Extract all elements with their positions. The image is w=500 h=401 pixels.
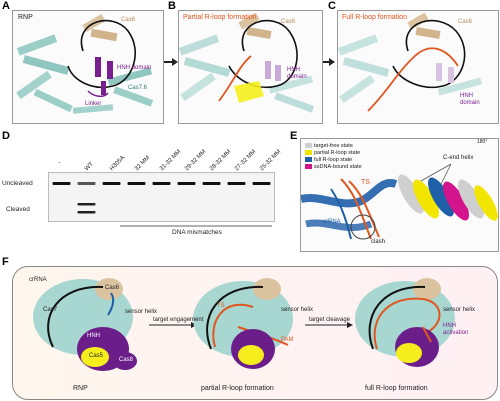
gel-band-uncleaved	[227, 182, 246, 185]
schematic-state-label-rnp: RNP	[73, 385, 88, 392]
gel-row-label-cleaved: Cleaved	[6, 206, 30, 213]
panel-letter-a: A	[2, 0, 10, 12]
gel-row-label-uncleaved: Uncleaved	[2, 180, 33, 187]
schematic-label-hnh: HNH	[87, 333, 100, 339]
gel-group-label: DNA mismatches	[172, 229, 222, 236]
panel-e-label-crrna: crRNA	[323, 219, 341, 225]
panel-e-label-clash: clash	[371, 239, 386, 245]
gel-bands	[52, 182, 271, 214]
gel-lane-label: 32 MM	[133, 155, 151, 173]
panel-b-label-cas6: Cas6	[281, 19, 296, 25]
schematic-label-ts: TS	[217, 303, 225, 309]
gel-band-uncleaved	[127, 182, 146, 185]
schematic-label-cas6: Cas6	[105, 285, 120, 291]
panel-e-label-rotation: 180°	[477, 139, 488, 145]
schematic-label-hnh-activation: HNH activation	[443, 323, 469, 336]
gel-band-uncleaved	[102, 182, 121, 185]
gel-band-cleaved	[77, 203, 96, 206]
panel-f-schematic: crRNA Cas6 Cas7 HNH Cas5 Cas8 sensor hel…	[12, 266, 498, 400]
legend-label: ssDNA-bound state	[314, 163, 362, 170]
panel-c-title: Full R-loop formation	[342, 14, 407, 21]
legend-item: full R-loop state	[305, 156, 362, 163]
panel-letter-e: E	[290, 130, 298, 142]
panel-c-label-hnh: HNH domain	[460, 93, 480, 106]
panel-a-title: RNP	[18, 14, 33, 21]
panel-a-structure: RNP Cas6 HNH domain Cas7.6 Linker	[12, 10, 164, 124]
gel-lane-label: 27-32 MM	[233, 148, 257, 173]
panel-e-overlay-drawing	[301, 163, 498, 240]
schematic-state-partial	[193, 278, 293, 369]
schematic-arrow-engagement: target engagement	[153, 317, 204, 323]
gel-band-uncleaved	[152, 182, 171, 185]
panel-b-label-hnh: HNH domain	[287, 67, 307, 80]
gel-lane-label: 28-32 MM	[208, 148, 232, 173]
legend-label: partial R-loop state	[314, 149, 361, 156]
panel-c-label-cas6: Cas6	[458, 19, 473, 25]
legend-item: ssDNA-bound state	[305, 163, 362, 170]
gel-band-cleaved	[77, 211, 96, 214]
panel-letter-c: C	[328, 0, 336, 12]
schematic-label-pam: PAM	[281, 337, 294, 343]
gel-lane-label: 31-32 MM	[158, 148, 182, 173]
gel-lane-label: 25-32 MM	[258, 148, 282, 173]
legend-label: full R-loop state	[314, 156, 353, 163]
schematic-state-label-full: full R-loop formation	[365, 385, 428, 392]
panel-b-structure: Partial R-loop formation Cas6 HNH domain	[178, 10, 323, 124]
panel-letter-f: F	[2, 256, 9, 268]
schematic-label-crrna: crRNA	[29, 277, 47, 283]
panel-a-label-cas76: Cas7.6	[128, 85, 148, 91]
panel-letter-d: D	[2, 130, 10, 142]
gel-image	[48, 172, 275, 222]
panel-a-label-linker: Linker	[85, 101, 102, 107]
gel-band-uncleaved	[202, 182, 221, 185]
panel-e-label-chelix: C-end helix	[443, 155, 474, 161]
legend-swatch	[305, 164, 312, 169]
legend-item: target-free state	[305, 142, 362, 149]
schematic-label-sensor-1: sensor helix	[125, 309, 158, 315]
gel-band-uncleaved	[252, 182, 271, 185]
legend-swatch	[305, 157, 312, 162]
schematic-state-full	[355, 278, 455, 367]
gel-lane-label: 29-32 MM	[183, 148, 207, 173]
gel-lane-label: -	[58, 160, 61, 166]
legend-label: target-free state	[314, 142, 353, 149]
schematic-arrow-cleavage: target cleavage	[309, 317, 351, 323]
panel-c-structure: Full R-loop formation Cas6 HNH domain	[337, 10, 499, 124]
panel-a-label-cas6: Cas6	[121, 17, 136, 23]
panel-b-title: Partial R-loop formation	[183, 14, 257, 21]
panel-e-label-ts: TS	[361, 179, 370, 186]
gel-band-uncleaved	[52, 182, 71, 185]
schematic-label-cas8: Cas8	[119, 357, 134, 363]
schematic-label-cas5: Cas5	[89, 353, 104, 359]
panel-b-structure-drawing	[179, 12, 315, 113]
legend-swatch	[305, 143, 312, 148]
schematic-label-cas7: Cas7	[43, 307, 58, 313]
panel-f-schematic-drawing	[33, 278, 455, 371]
panel-letter-b: B	[168, 0, 176, 12]
schematic-state-rnp	[33, 278, 137, 371]
legend-item: partial R-loop state	[305, 149, 362, 156]
gel-lane-label: WT	[83, 161, 95, 173]
legend-swatch	[305, 150, 312, 155]
gel-lane-label: H305A	[108, 155, 126, 173]
panel-c-structure-drawing	[338, 12, 483, 112]
gel-band-uncleaved	[77, 182, 96, 185]
schematic-label-sensor-2: sensor helix	[281, 307, 314, 313]
schematic-label-sensor-3: sensor helix	[443, 307, 476, 313]
panel-a-label-hnh: HNH domain	[117, 65, 152, 71]
gel-band-uncleaved	[177, 182, 196, 185]
schematic-state-label-partial: partial R-loop formation	[201, 385, 274, 392]
panel-a-structure-drawing	[16, 14, 154, 114]
